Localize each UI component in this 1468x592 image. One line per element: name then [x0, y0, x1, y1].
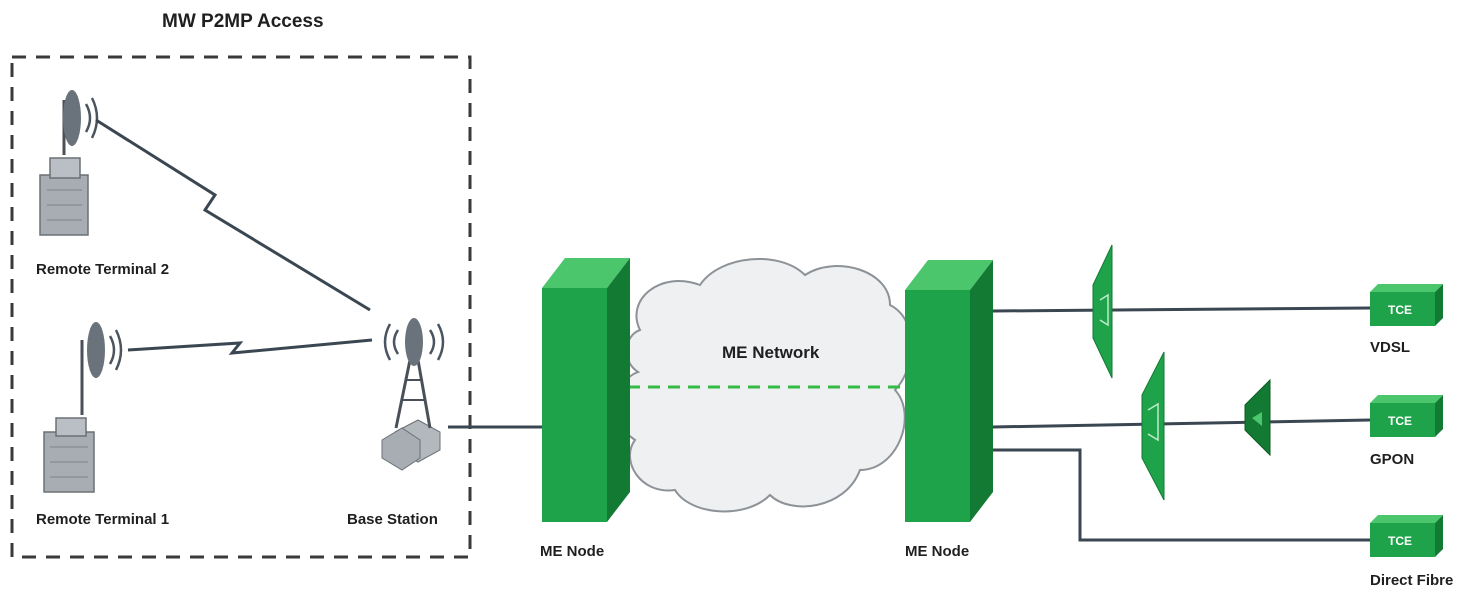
tce-vdsl-label: TCE: [1388, 303, 1412, 317]
access-title: MW P2MP Access: [162, 11, 324, 32]
me-network-label: ME Network: [722, 343, 820, 362]
tce-gpon-box: TCE: [1370, 395, 1443, 437]
link-gpon: [992, 418, 1371, 429]
vdsl-label: VDSL: [1370, 339, 1410, 356]
tce-gpon-label: TCE: [1388, 414, 1412, 428]
remote-terminal-2-label: Remote Terminal 2: [36, 261, 169, 278]
me-node-right-label: ME Node: [905, 543, 969, 560]
remote-terminal-2-antenna-icon: [63, 90, 99, 146]
microwave-link-rt2: [95, 118, 371, 312]
gpon-label: GPON: [1370, 451, 1414, 468]
base-station-icon: [381, 318, 445, 471]
me-node-left-icon: [542, 258, 630, 522]
remote-terminal-1-antenna-icon: [87, 322, 123, 378]
tce-fibre-label: TCE: [1388, 534, 1412, 548]
link-direct-fibre: [993, 448, 1370, 542]
me-node-right-icon: [905, 260, 993, 522]
direct-fibre-label: Direct Fibre: [1370, 572, 1453, 589]
remote-terminal-1-building-icon: [43, 340, 95, 493]
tce-fibre-box: TCE: [1370, 515, 1443, 557]
microwave-link-rt1: [127, 338, 373, 355]
tce-vdsl-box: TCE: [1370, 284, 1443, 326]
base-station-label: Base Station: [347, 511, 438, 528]
gpon-splitter-icon: [1244, 378, 1271, 457]
me-node-left-label: ME Node: [540, 543, 604, 560]
vdsl-dslam-icon: [1092, 244, 1113, 379]
me-network-cloud-icon: [615, 258, 913, 513]
access-boundary: [10, 55, 472, 559]
link-vdsl: [992, 306, 1371, 313]
remote-terminal-1-label: Remote Terminal 1: [36, 511, 169, 528]
gpon-olt-icon: [1141, 351, 1165, 501]
